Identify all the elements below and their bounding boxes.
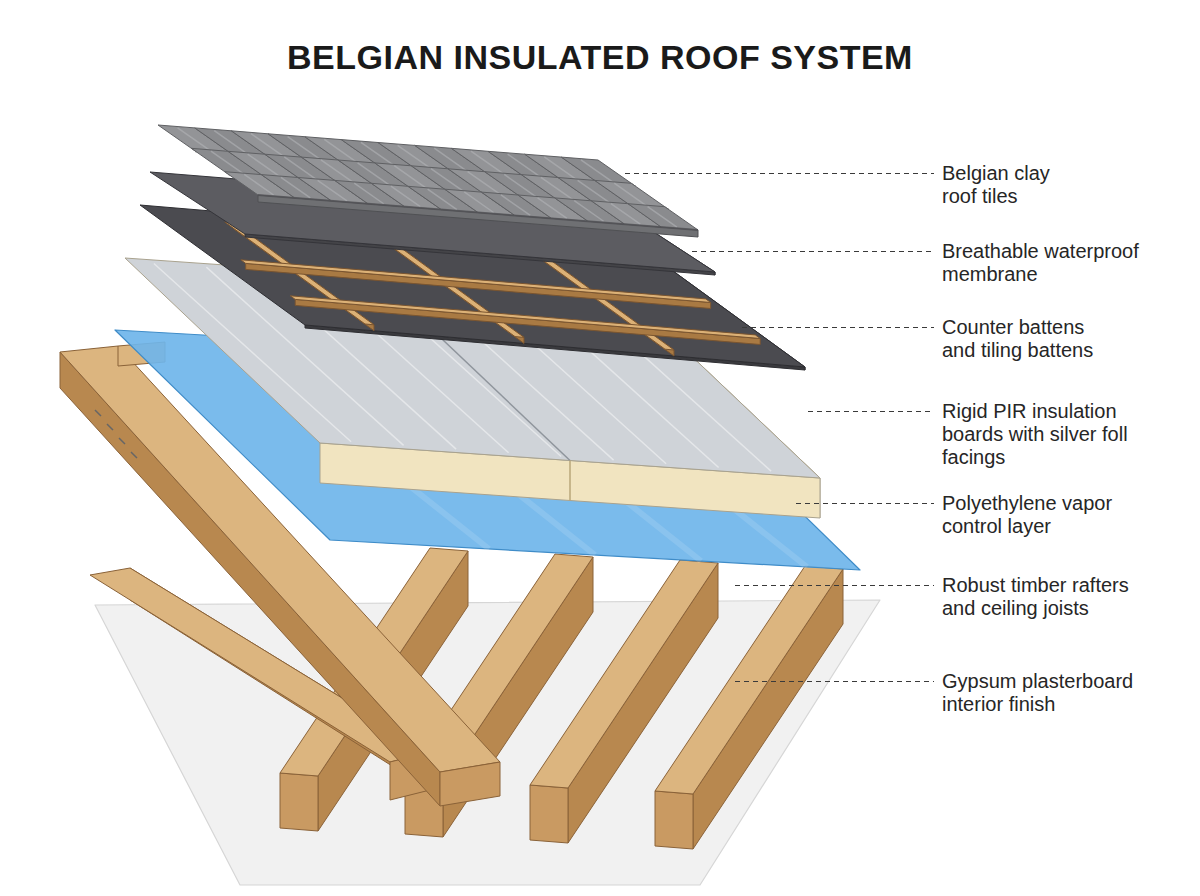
leader-line — [625, 173, 934, 174]
callout-box: Robust timber rafters and ceiling joists — [942, 574, 1147, 620]
nail-mark — [119, 438, 125, 444]
rafter-end — [440, 762, 500, 806]
callout-label: Gypsum plasterboard interior finish — [942, 670, 1157, 716]
leader-line — [735, 681, 934, 682]
joist-end — [655, 791, 693, 849]
nail-mark — [131, 452, 137, 458]
callout-box: Polyethylene vapor control layer — [942, 492, 1142, 538]
diagram-title: BELGIAN INSULATED ROOF SYSTEM — [0, 38, 1200, 77]
board-seam — [569, 461, 571, 501]
leader-line — [796, 503, 934, 504]
leader-line — [692, 251, 934, 252]
leader-lines — [625, 174, 934, 682]
joist-end — [280, 773, 318, 831]
callout-box: Rigid PIR insulation boards with silver … — [942, 400, 1162, 469]
nail-mark — [107, 424, 113, 430]
tile-ridge — [648, 207, 677, 228]
callout-label: Breathable waterproof membrane — [942, 240, 1157, 286]
callout-box: Gypsum plasterboard interior finish — [942, 670, 1157, 716]
leader-line — [735, 585, 934, 586]
tiling-batten — [290, 296, 760, 339]
leader-line — [742, 327, 934, 328]
callout-label: Polyethylene vapor control layer — [942, 492, 1142, 538]
tiling-batten-side — [295, 299, 760, 344]
callout-label: Robust timber rafters and ceiling joists — [942, 574, 1147, 620]
callout-label: Rigid PIR insulation boards with silver … — [942, 400, 1162, 469]
tile-course-shadow — [258, 195, 698, 230]
leader-line — [808, 411, 934, 412]
joist-end — [530, 785, 568, 843]
callout-label: Counter battens and tiling battens — [942, 316, 1107, 362]
callout-box: Breathable waterproof membrane — [942, 240, 1157, 286]
callout-box: Counter battens and tiling battens — [942, 316, 1107, 362]
title-box: BELGIAN INSULATED ROOF SYSTEM — [0, 38, 1200, 77]
callout-box: Belgian clay roof tiles — [942, 162, 1072, 208]
roof-layers — [60, 125, 880, 885]
nail-mark — [95, 410, 101, 416]
callout-label: Belgian clay roof tiles — [942, 162, 1072, 208]
